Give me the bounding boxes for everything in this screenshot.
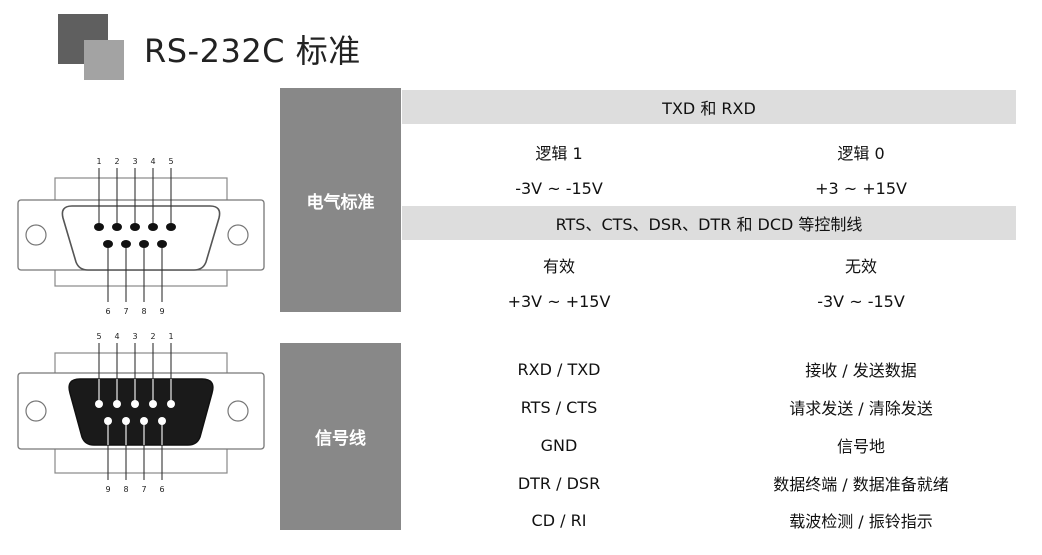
signal-name: RTS / CTS bbox=[520, 397, 598, 417]
signal-description: 接收 / 发送数据 bbox=[805, 361, 917, 380]
signal-description: 信号地 bbox=[836, 437, 885, 456]
signal-description: 数据终端 / 数据准备就绪 bbox=[773, 475, 949, 494]
logo-light-square bbox=[84, 40, 124, 80]
pin-label: 4 bbox=[114, 332, 119, 341]
pin-label: 3 bbox=[132, 332, 137, 341]
txd-rxd-header: TXD 和 RXD bbox=[402, 90, 1016, 124]
signal-description: 请求发送 / 清除发送 bbox=[789, 399, 933, 418]
pin-label: 1 bbox=[168, 332, 173, 341]
control-lines-header: RTS、CTS、DSR、DTR 和 DCD 等控制线 bbox=[402, 206, 1016, 240]
pin-label: 4 bbox=[150, 157, 155, 166]
signal-name: RXD / TXD bbox=[517, 359, 601, 379]
db9-female-connector-diagram: 5 4 3 2 1 9 8 7 6 bbox=[17, 332, 265, 494]
signal-name: GND bbox=[540, 435, 578, 455]
logic-1-label: 逻辑 1 bbox=[535, 144, 583, 163]
pin-label: 2 bbox=[150, 332, 155, 341]
pin-label: 7 bbox=[141, 485, 146, 494]
db9-male-connector-diagram: 1 2 3 4 5 6 7 8 9 bbox=[17, 157, 265, 316]
pin-label: 1 bbox=[96, 157, 101, 166]
invalid-voltage: -3V ~ -15V bbox=[817, 291, 905, 311]
signal-lines-label: 信号线 bbox=[280, 343, 401, 530]
logic-1-voltage: -3V ~ -15V bbox=[515, 178, 603, 198]
signal-description: 载波检测 / 振铃指示 bbox=[789, 512, 933, 531]
signal-name: DTR / DSR bbox=[517, 473, 601, 493]
signal-name: CD / RI bbox=[531, 510, 587, 530]
pin-label: 2 bbox=[114, 157, 119, 166]
pin-label: 5 bbox=[168, 157, 173, 166]
pin-label: 8 bbox=[141, 307, 146, 316]
pin-label: 5 bbox=[96, 332, 101, 341]
pin-label: 9 bbox=[105, 485, 110, 494]
invalid-label: 无效 bbox=[844, 257, 877, 276]
page-title: RS-232C 标准 bbox=[144, 32, 361, 70]
pin-label: 3 bbox=[132, 157, 137, 166]
logic-0-voltage: +3 ~ +15V bbox=[815, 178, 907, 198]
pin-label: 6 bbox=[159, 485, 164, 494]
logic-0-label: 逻辑 0 bbox=[837, 144, 885, 163]
electrical-standard-label: 电气标准 bbox=[280, 88, 401, 312]
pin-label: 9 bbox=[159, 307, 164, 316]
pin-label: 7 bbox=[123, 307, 128, 316]
valid-voltage: +3V ~ +15V bbox=[507, 291, 611, 311]
pin-label: 6 bbox=[105, 307, 110, 316]
pin-label: 8 bbox=[123, 485, 128, 494]
valid-label: 有效 bbox=[542, 257, 575, 276]
